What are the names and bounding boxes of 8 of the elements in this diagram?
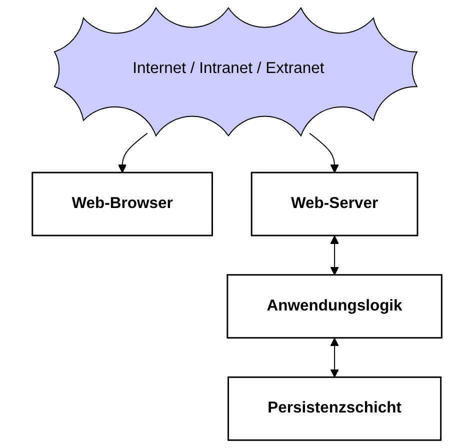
node-box: Web-Browser	[32, 172, 213, 236]
arrow	[309, 132, 339, 173]
arrow	[118, 132, 148, 173]
node-box: Web-Server	[250, 172, 418, 236]
node-box: Persistenzschicht	[228, 376, 442, 441]
arrow	[330, 236, 339, 276]
node-box: Anwendungslogik	[226, 274, 442, 339]
arrow	[330, 338, 339, 378]
